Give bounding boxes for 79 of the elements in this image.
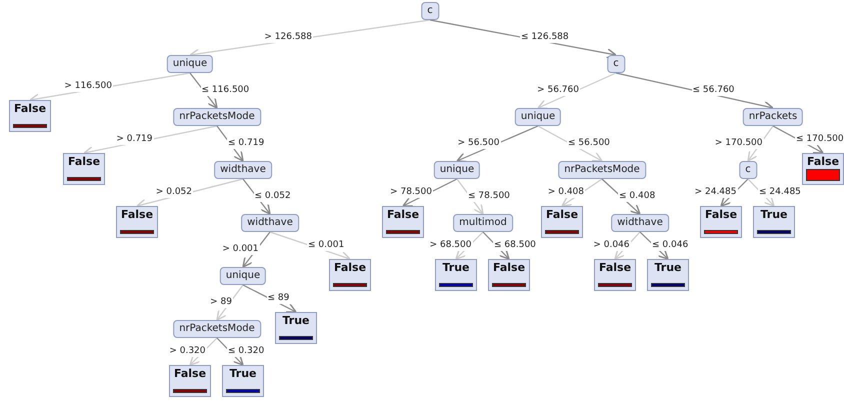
edge-label: > 0.408 <box>546 186 585 198</box>
decision-box: c <box>421 2 439 20</box>
class-label: False <box>492 261 526 274</box>
leaf-box <box>647 259 689 291</box>
decision-box: c <box>607 55 625 73</box>
class-label: False <box>174 367 206 380</box>
leaf-box <box>753 206 795 238</box>
edge-label: > 78.500 <box>389 186 433 198</box>
edge-label: ≤ 126.588 <box>520 32 570 42</box>
leaf-box <box>541 206 583 238</box>
decision-box: nrPackets <box>742 108 804 126</box>
leaf-box <box>802 153 844 185</box>
edge-label: ≤ 89 <box>266 292 290 304</box>
edge-label: ≤ 0.052 <box>254 190 292 202</box>
edge-label: ≤ 170.500 <box>795 134 844 144</box>
arrow <box>216 284 244 321</box>
leaf-box <box>169 365 211 397</box>
leaf-box <box>488 259 530 291</box>
leaf-box <box>9 100 51 132</box>
leaf-box <box>222 365 264 397</box>
edge-label: ≤ 116.500 <box>200 84 250 96</box>
arrow <box>242 284 297 313</box>
edge-label: ≤ 0.320 <box>227 346 266 356</box>
leaf-box <box>435 259 477 291</box>
class-label: False <box>334 261 366 274</box>
edge-label: > 170.500 <box>714 138 764 148</box>
decision-box: widthave <box>611 214 669 232</box>
edge-label: ≤ 78.500 <box>467 190 511 202</box>
edge-label: ≤ 0.046 <box>651 240 690 250</box>
leaf-box <box>63 153 105 185</box>
class-label: False <box>806 155 840 168</box>
leaf-box <box>382 206 424 238</box>
decision-box: widthave <box>214 161 272 179</box>
edge-label: ≤ 68.500 <box>493 240 537 250</box>
edge-label: ≤ 24.485 <box>758 186 802 198</box>
class-label: False <box>546 208 578 221</box>
decision-box: unique <box>434 161 480 179</box>
edge-label: > 116.500 <box>63 80 113 92</box>
decision-box: multimod <box>453 214 513 232</box>
class-label: True <box>229 367 256 380</box>
class-label: False <box>704 208 738 221</box>
decision-box: unique <box>220 267 266 285</box>
class-label: True <box>442 261 470 274</box>
class-label: False <box>598 261 632 274</box>
edge-label: ≤ 0.408 <box>618 190 656 202</box>
edge-label: > 0.719 <box>115 134 154 144</box>
decision-box: nrPacketsMode <box>558 161 646 179</box>
edge-label: > 68.500 <box>428 240 472 250</box>
edge-label: ≤ 56.760 <box>692 84 736 96</box>
leaf-box <box>329 259 371 291</box>
decision-box: nrPacketsMode <box>173 108 261 126</box>
edge-label: > 89 <box>209 296 233 308</box>
edge-label: > 0.320 <box>168 346 206 356</box>
class-label: False <box>68 155 100 168</box>
decision-box: nrPacketsMode <box>173 320 261 338</box>
leaf-box <box>116 206 158 238</box>
leaf-box <box>275 312 317 344</box>
class-label: True <box>654 261 682 274</box>
edge-label: ≤ 0.001 <box>307 240 346 250</box>
edge-label: > 24.485 <box>694 186 738 198</box>
decision-box: unique <box>166 55 214 73</box>
class-label: False <box>120 208 154 221</box>
leaf-box <box>700 206 742 238</box>
decision-box: widthave <box>241 214 299 232</box>
edge-label: > 56.760 <box>536 84 580 96</box>
edge-label: ≤ 56.500 <box>567 138 611 148</box>
decision-box: unique <box>514 108 562 126</box>
edge-label: ≤ 0.719 <box>227 138 266 148</box>
edge-label: > 0.052 <box>154 186 193 198</box>
class-label: False <box>386 208 420 221</box>
edge-label: > 126.588 <box>263 32 313 42</box>
class-label: True <box>282 314 310 327</box>
leaf-box <box>594 259 636 291</box>
class-label: False <box>14 102 46 115</box>
class-label: True <box>760 208 788 221</box>
edge-label: > 0.046 <box>592 240 630 250</box>
decision-box: c <box>739 161 757 179</box>
edge-label: > 56.500 <box>456 138 500 148</box>
edge-label: > 0.001 <box>221 244 260 254</box>
